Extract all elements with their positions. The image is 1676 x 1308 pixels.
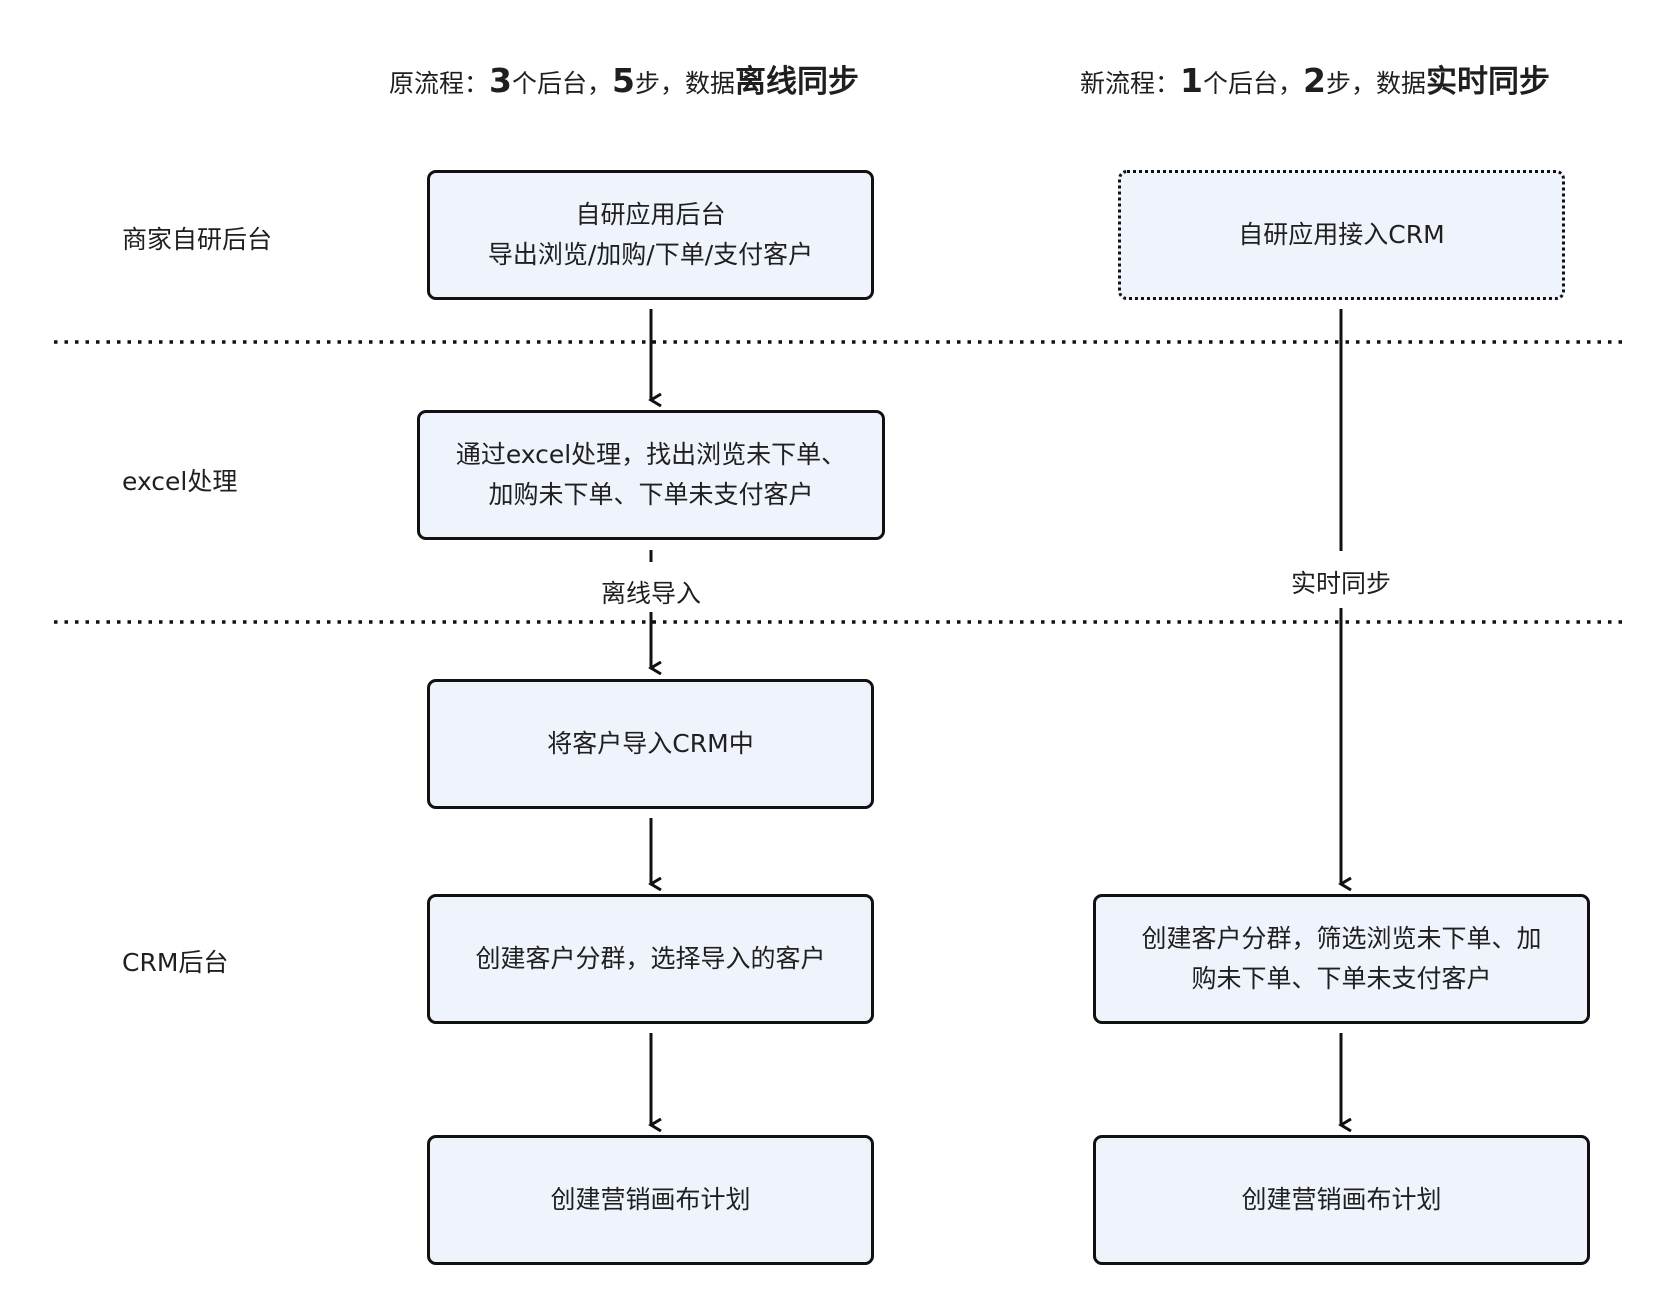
box-line: 导出浏览/加购/下单/支付客户 [487,240,814,269]
title-text: 步，数据 [1325,69,1426,98]
title-number: 5 [612,61,635,100]
new-flow-title: 新流程：1个后台，2步，数据实时同步 [1080,56,1550,101]
box-line: 购未下单、下单未支付客户 [1191,964,1492,993]
edge-label-offline-import: 离线导入 [600,574,702,610]
old-step-canvas: 创建营销画布计划 [427,1135,874,1265]
new-step-canvas: 创建营销画布计划 [1093,1135,1590,1265]
old-step-segment: 创建客户分群，选择导入的客户 [427,894,874,1024]
lane-label-crm: CRM后台 [122,948,229,977]
title-emphasis: 离线同步 [734,64,859,100]
title-text: 原流程： [389,69,490,98]
title-text: 个后台， [1202,69,1303,98]
box-line: 创建客户分群，筛选浏览未下单、加 [1141,924,1542,953]
new-step-segment: 创建客户分群，筛选浏览未下单、加购未下单、下单未支付客户 [1093,894,1590,1024]
title-text: 新流程： [1080,69,1181,98]
lane-label-merchant-backend: 商家自研后台 [122,225,273,254]
title-number: 1 [1180,61,1203,100]
box-line: 自研应用后台 [575,200,726,229]
old-step-import-crm: 将客户导入CRM中 [427,679,874,809]
title-text: 个后台， [511,69,612,98]
lane-label-excel: excel处理 [122,467,238,496]
title-text: 步，数据 [634,69,735,98]
edge-label-realtime-sync: 实时同步 [1290,564,1392,600]
box-line: 加购未下单、下单未支付客户 [488,480,814,509]
title-emphasis: 实时同步 [1425,64,1550,100]
old-flow-title: 原流程：3个后台，5步，数据离线同步 [389,56,859,101]
box-line: 通过excel处理，找出浏览未下单、 [455,440,847,469]
old-step-export: 自研应用后台导出浏览/加购/下单/支付客户 [427,170,874,300]
title-number: 3 [489,61,512,100]
new-step-connect-crm: 自研应用接入CRM [1118,170,1565,300]
title-number: 2 [1303,61,1326,100]
old-step-excel: 通过excel处理，找出浏览未下单、加购未下单、下单未支付客户 [417,410,885,540]
